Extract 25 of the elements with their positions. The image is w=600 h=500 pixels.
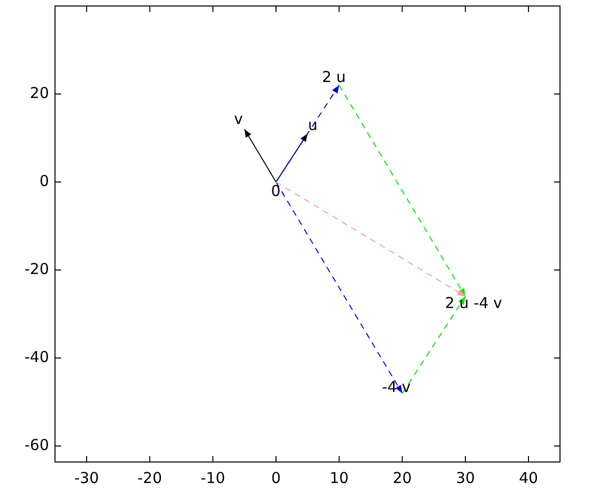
- tick-label: -10: [200, 470, 226, 487]
- tick-label: 40: [518, 470, 540, 487]
- tick-label: 10: [328, 470, 350, 487]
- tick-label: -20: [24, 261, 49, 278]
- tick-label: -60: [24, 437, 49, 454]
- vector-arrow: [244, 128, 276, 182]
- point-label: 2 u: [322, 69, 346, 86]
- vector-arrow: [276, 182, 466, 297]
- vector-arrow: [338, 84, 466, 297]
- tick-label: -40: [24, 349, 49, 366]
- tick-label: -30: [73, 470, 100, 487]
- vector-arrow: [402, 296, 466, 394]
- tick-label: -20: [136, 470, 163, 487]
- point-label: u: [308, 117, 318, 134]
- point-label: 0: [271, 183, 281, 200]
- tick-label: 30: [454, 470, 476, 487]
- point-label: v: [234, 111, 243, 128]
- tick-label: 0: [270, 470, 282, 487]
- tick-label: 0: [39, 173, 49, 190]
- point-label: 2 u -4 v: [445, 295, 502, 312]
- tick-label: 20: [392, 470, 413, 487]
- vector-arrow: [276, 182, 403, 394]
- tick-label: 20: [30, 85, 49, 102]
- vector-arrow: [276, 84, 340, 182]
- point-label: -4 v: [382, 379, 411, 396]
